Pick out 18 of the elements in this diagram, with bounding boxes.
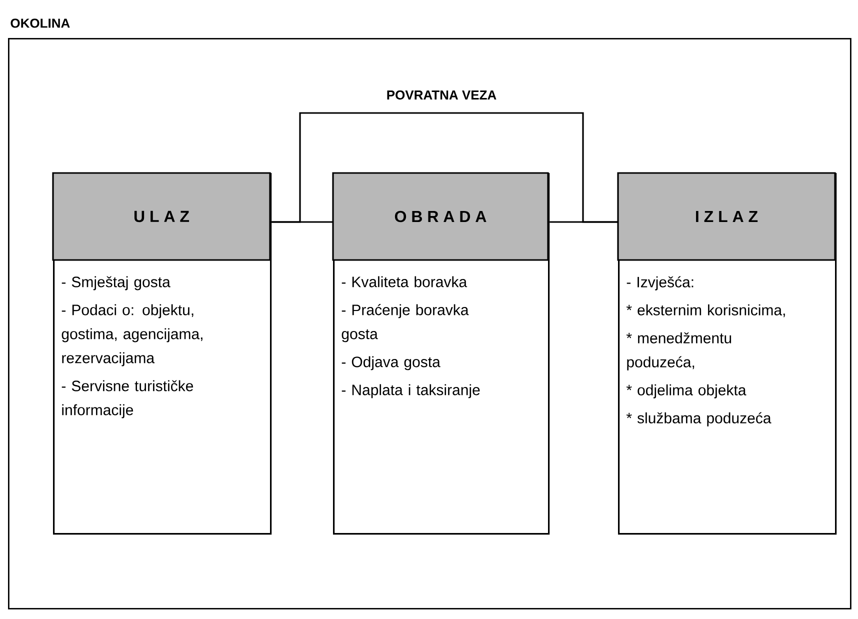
list-item: - Kvaliteta boravka	[342, 276, 468, 288]
list-item: - Izvješća:	[626, 276, 694, 290]
box-heading: U L A Z	[134, 210, 190, 222]
list-item: * eksternim korisnicima,	[626, 304, 785, 318]
edge-label: POVRATNA VEZA	[387, 90, 496, 100]
list-item: * menedžmentu poduzeća,	[626, 332, 732, 370]
list-item: - Odjava gosta	[342, 356, 440, 370]
list-item: - Servisne turističke informacije	[62, 380, 194, 418]
list-item: - Smještaj gosta	[62, 276, 170, 290]
connector-line	[272, 112, 618, 223]
list-item: * službama poduzeća	[626, 412, 772, 426]
frame-title: OKOLINA	[10, 18, 70, 28]
list-item: - Praćenje boravka gosta	[342, 304, 469, 342]
list-item: * odjelima objekta	[626, 384, 746, 398]
list-item: - Naplata i taksiranje	[342, 384, 480, 398]
list-item: - Podaci o: objektu, gostima, agencijama, rezervacijama	[62, 304, 202, 366]
box-heading: I Z L A Z	[696, 211, 758, 222]
box-heading: O B R A D A	[394, 210, 486, 222]
